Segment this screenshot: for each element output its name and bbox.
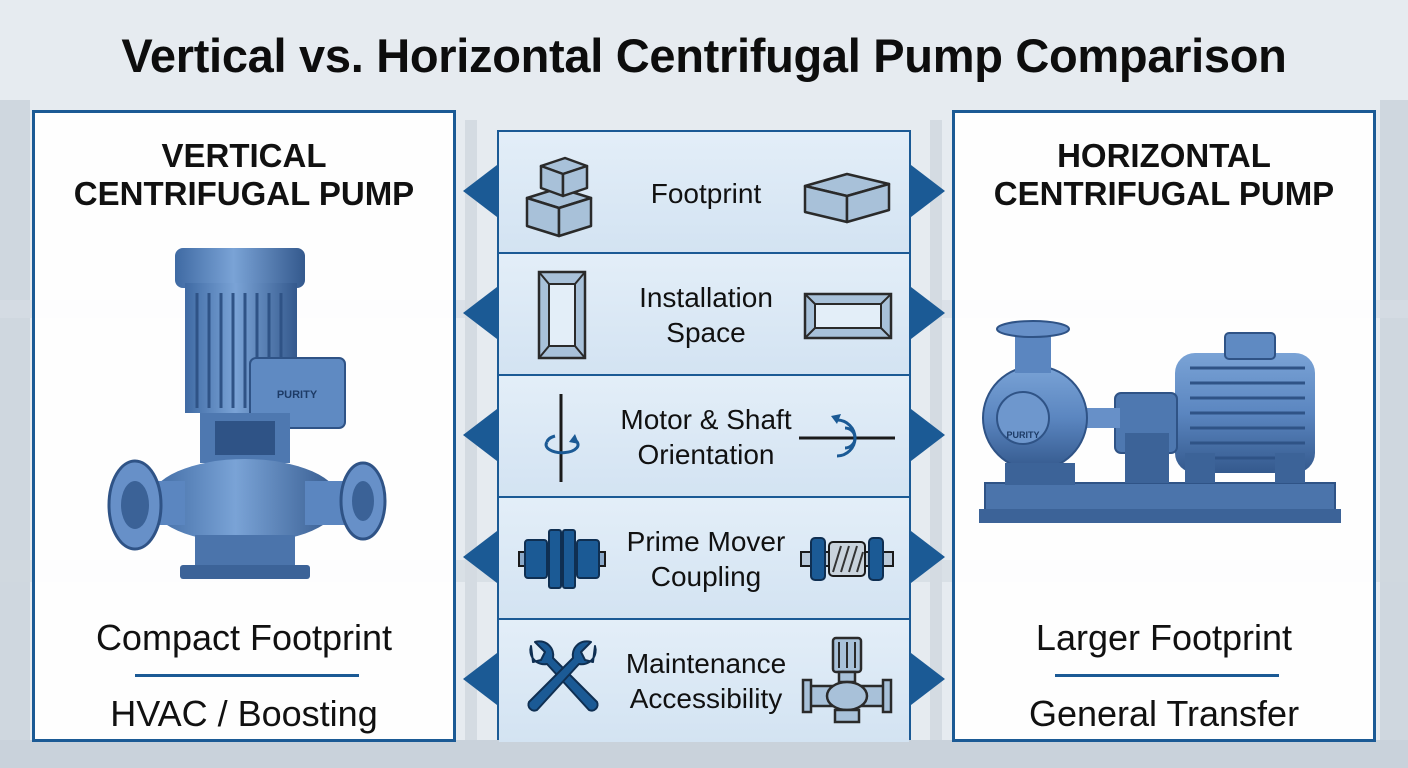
left-arrow-icon	[463, 287, 497, 339]
right-arrow-icon	[911, 165, 945, 217]
criteria-label-coupling: Prime Mover Coupling	[599, 498, 813, 620]
vertical-panel-divider	[135, 674, 359, 677]
criteria-label-footprint: Footprint	[599, 132, 813, 254]
criteria-row-coupling: Prime Mover Coupling	[499, 498, 909, 620]
horizontal-pump-brand: PURITY	[1006, 430, 1039, 440]
criteria-label-installation-space: Installation Space	[599, 254, 813, 376]
page-title: Vertical vs. Horizontal Centrifugal Pump…	[121, 29, 1287, 82]
wide-frame-icon	[803, 292, 893, 340]
horizontal-heading-line1: HORIZONTAL	[1057, 137, 1271, 174]
criteria-label-line: Motor & Shaft	[620, 404, 792, 435]
vertical-heading-line2: CENTRIFUGAL PUMP	[73, 175, 415, 212]
criteria-label-line: Coupling	[650, 561, 762, 592]
criteria-label-line: Installation	[639, 282, 773, 313]
horizontal-pump-panel: HORIZONTAL CENTRIFUGAL PUMP	[952, 110, 1376, 742]
horizontal-pump-image: PURITY	[979, 320, 1341, 523]
criteria-row-installation-space: Installation Space	[499, 254, 909, 376]
rigid-coupling-icon	[518, 529, 606, 589]
criteria-label-line: Orientation	[637, 439, 775, 470]
criteria-label-maintenance: Maintenance Accessibility	[599, 620, 813, 742]
vertical-pump-image: PURITY	[107, 248, 387, 579]
flexible-coupling-icon	[800, 537, 894, 581]
horizontal-panel-divider	[1055, 674, 1279, 677]
criteria-label-line: Maintenance	[625, 648, 787, 679]
horizontal-pump-feature: Larger Footprint	[1035, 617, 1293, 658]
vertical-pump-heading: VERTICAL CENTRIFUGAL PUMP	[35, 137, 453, 213]
left-arrow-icon	[463, 409, 497, 461]
vertical-pump-brand: PURITY	[277, 389, 318, 401]
vertical-pump-feature: Compact Footprint	[95, 617, 393, 658]
vertical-heading-line1: VERTICAL	[161, 137, 327, 174]
vertical-pump-panel: VERTICAL CENTRIFUGAL PUMP PURITY	[32, 110, 456, 742]
criteria-label-line: Space	[666, 317, 746, 348]
vertical-shaft-rotation-icon	[544, 394, 580, 482]
stacked-boxes-icon	[525, 156, 593, 238]
criteria-label-line: Prime Mover	[626, 526, 786, 557]
right-arrow-icon	[911, 287, 945, 339]
inline-pump-icon	[801, 636, 893, 724]
wrenches-icon	[527, 640, 599, 712]
criteria-row-motor-shaft: Motor & Shaft Orientation	[499, 376, 909, 498]
horizontal-shaft-rotation-icon	[799, 414, 895, 458]
right-arrow-icon	[911, 653, 945, 705]
horizontal-heading-line2: CENTRIFUGAL PUMP	[993, 175, 1335, 212]
right-arrow-icon	[911, 409, 945, 461]
horizontal-pump-application: General Transfer	[1028, 693, 1300, 734]
criteria-label-line: Footprint	[650, 177, 762, 209]
vertical-pump-application: HVAC / Boosting	[110, 693, 378, 734]
right-arrow-icon	[911, 531, 945, 583]
left-arrow-icon	[463, 165, 497, 217]
criteria-label-motor-shaft: Motor & Shaft Orientation	[599, 376, 813, 498]
flat-box-icon	[803, 172, 891, 224]
criteria-row-footprint: Footprint	[499, 132, 909, 254]
left-arrow-icon	[463, 653, 497, 705]
left-arrow-icon	[463, 531, 497, 583]
tall-frame-icon	[537, 270, 587, 360]
comparison-criteria-column: Footprint Installation Space	[497, 130, 911, 742]
horizontal-pump-heading: HORIZONTAL CENTRIFUGAL PUMP	[955, 137, 1373, 213]
criteria-label-line: Accessibility	[629, 683, 783, 714]
criteria-row-maintenance: Maintenance Accessibility	[499, 620, 909, 742]
